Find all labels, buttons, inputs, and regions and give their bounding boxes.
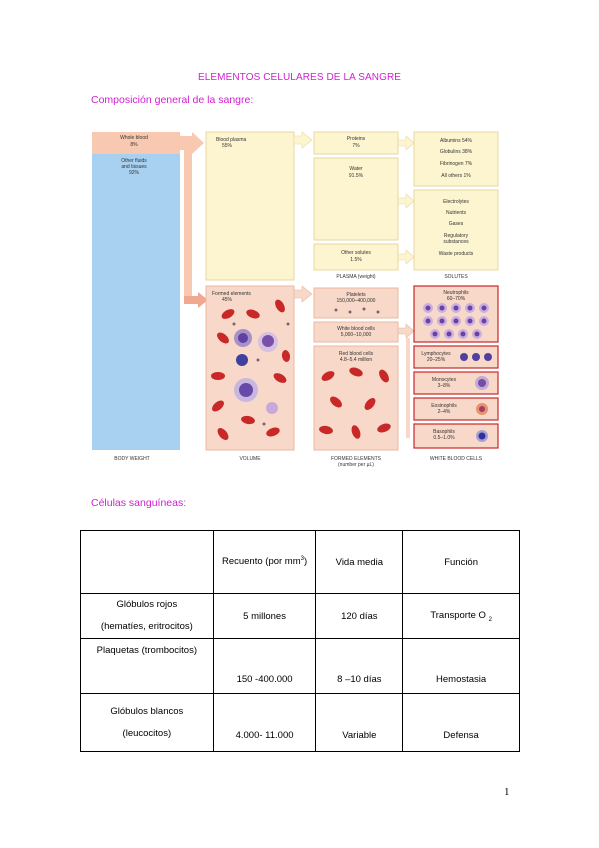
proteins-label: Proteins xyxy=(347,136,366,142)
svg-text:20–25%: 20–25% xyxy=(427,357,446,363)
table-row: Glóbulos blancos(leucocitos) 4.000- 11.0… xyxy=(80,693,520,752)
body-weight-caption: BODY WEIGHT xyxy=(114,456,149,462)
cell-name: Glóbulos rojos(hematíes, eritrocitos) xyxy=(80,593,214,639)
formed-elements-label: Formed elements xyxy=(212,291,251,297)
svg-text:45%: 45% xyxy=(222,297,233,303)
electrolytes-label: Electrolytes xyxy=(443,199,469,205)
table-header-life: Vida media xyxy=(315,530,404,594)
svg-text:7%: 7% xyxy=(352,143,360,149)
solutes-column: Albumins 54% Globulins 38% Fibrinogen 7%… xyxy=(413,131,499,280)
svg-text:1.5%: 1.5% xyxy=(350,257,362,263)
water-label: Water xyxy=(349,166,362,172)
table-row: Glóbulos rojos(hematíes, eritrocitos) 5 … xyxy=(80,593,520,639)
blood-composition-diagram: Whole blood 8% Other fluids and tissues … xyxy=(92,131,499,468)
blood-cells-table: Recuento (por mm3) Vida media Función Gl… xyxy=(80,530,520,752)
eosinophils-label: Eosinophils xyxy=(431,403,457,409)
solutes-caption: SOLUTES xyxy=(444,274,468,280)
section-heading-cells: Células sanguíneas: xyxy=(91,497,187,509)
regulatory-label: Regulatory xyxy=(444,233,469,239)
arrow-icon xyxy=(293,285,313,303)
fibrinogen-label: Fibrinogen 7% xyxy=(440,161,473,167)
rbc-label: Red blood cells xyxy=(339,351,374,357)
arrow-icon xyxy=(180,132,204,154)
formed-elements-caption: FORMED ELEMENTS xyxy=(331,456,382,462)
waste-label: Waste products xyxy=(439,251,474,257)
svg-text:150,000–400,000: 150,000–400,000 xyxy=(337,298,376,304)
svg-text:(number per µL): (number per µL) xyxy=(338,462,374,468)
cell-count: 5 millones xyxy=(212,593,317,639)
arrow-icon xyxy=(293,131,313,149)
other-fluids-label: Other fluids xyxy=(121,158,147,164)
svg-text:8%: 8% xyxy=(130,142,138,148)
plasma-column: Proteins 7% Water 91.5% Other solutes 1.… xyxy=(313,131,399,280)
wbc-label: White blood cells xyxy=(337,326,375,332)
arrow-icon xyxy=(397,193,415,209)
blood-composition-figure: Whole blood 8% Other fluids and tissues … xyxy=(88,128,512,468)
neutrophils-label: Neutrophils xyxy=(443,290,469,296)
monocytes-label: Monocytes xyxy=(432,377,457,383)
svg-text:92%: 92% xyxy=(129,170,140,176)
cell-function: Hemostasia xyxy=(402,638,520,694)
cell-name: Glóbulos blancos(leucocitos) xyxy=(80,693,214,752)
body-weight-column: Whole blood 8% Other fluids and tissues … xyxy=(92,132,180,462)
lymphocytes-label: Lymphocytes xyxy=(421,351,451,357)
svg-text:and tissues: and tissues xyxy=(121,164,147,170)
svg-text:91.5%: 91.5% xyxy=(349,173,364,179)
arrow-icon xyxy=(397,249,415,265)
svg-text:0.5–1.0%: 0.5–1.0% xyxy=(433,435,455,441)
table-header-count: Recuento (por mm3) xyxy=(212,530,317,594)
svg-text:4.8–5.4 million: 4.8–5.4 million xyxy=(340,357,372,363)
allothers-label: All others 1% xyxy=(441,173,471,179)
page-number: 1 xyxy=(504,786,510,798)
svg-text:5,000–10,000: 5,000–10,000 xyxy=(341,332,372,338)
table-header-function: Función xyxy=(402,530,520,594)
svg-text:3–8%: 3–8% xyxy=(438,383,451,389)
white-blood-cells-column: Neutrophils 60–70% Lymphocytes 20–25% Mo… xyxy=(413,285,499,462)
cell-count: 4.000- 11.000 xyxy=(212,693,317,752)
basophils-label: Basophils xyxy=(433,429,455,435)
svg-text:60–70%: 60–70% xyxy=(447,296,466,302)
gases-label: Gases xyxy=(449,221,464,227)
cell-life: 120 días xyxy=(315,593,404,639)
platelets-label: Platelets xyxy=(346,292,366,298)
svg-text:2–4%: 2–4% xyxy=(438,409,451,415)
volume-caption: VOLUME xyxy=(239,456,261,462)
plasma-label: Blood plasma xyxy=(216,137,247,143)
formed-elements-column: Platelets 150,000–400,000 White blood ce… xyxy=(313,287,399,468)
svg-text:55%: 55% xyxy=(222,143,233,149)
volume-column: Blood plasma 55% Formed elements 45% VOL… xyxy=(205,131,295,462)
table-header-empty xyxy=(80,530,214,594)
cell-life: 8 –10 días xyxy=(315,638,404,694)
globulins-label: Globulins 38% xyxy=(440,149,473,155)
cell-name: Plaquetas (trombocitos) xyxy=(80,638,214,694)
svg-text:substances: substances xyxy=(443,239,469,245)
arrow-icon xyxy=(397,135,415,151)
table-header-row: Recuento (por mm3) Vida media Función xyxy=(80,530,520,594)
plasma-caption: PLASMA (weight) xyxy=(336,274,376,280)
cell-function: Transporte O 2 xyxy=(402,593,520,639)
page-title: ELEMENTOS CELULARES DE LA SANGRE xyxy=(197,72,402,83)
albumins-label: Albumins 54% xyxy=(440,138,473,144)
cell-function: Defensa xyxy=(402,693,520,752)
other-solutes-label: Other solutes xyxy=(341,250,371,256)
arrow-icon xyxy=(184,292,208,308)
white-blood-cells-caption: WHITE BLOOD CELLS xyxy=(430,456,483,462)
table-row: Plaquetas (trombocitos) 150 -400.000 8 –… xyxy=(80,638,520,694)
nutrients-label: Nutrients xyxy=(446,210,467,216)
cell-life: Variable xyxy=(315,693,404,752)
cell-count: 150 -400.000 xyxy=(212,638,317,694)
section-heading-composition: Composición general de la sangre: xyxy=(91,94,254,106)
arrow-icon xyxy=(397,323,415,339)
whole-blood-label: Whole blood xyxy=(120,135,148,141)
